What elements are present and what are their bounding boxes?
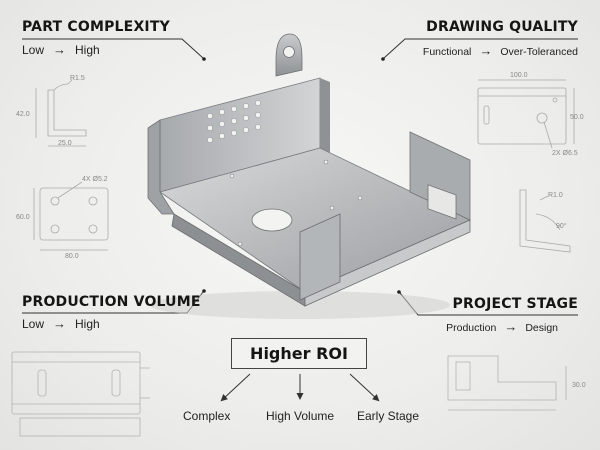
arrow-right-icon: →	[53, 42, 67, 57]
sketch-panel	[477, 79, 575, 149]
dim-panel-holes: 2X Ø6.5	[552, 150, 578, 157]
connector-part-complexity	[22, 38, 204, 59]
sketch-enclosure	[447, 355, 567, 411]
outcome-complex: Complex	[183, 409, 231, 423]
outcome-early-stage: Early Stage	[357, 409, 420, 423]
dim-angle-radius: R1.0	[548, 192, 563, 199]
project-stage-scale: Production → Design	[446, 319, 558, 334]
drawing-quality-heading: DRAWING QUALITY	[426, 19, 578, 35]
production-volume-heading: PRODUCTION VOLUME	[22, 294, 201, 310]
sketch-plate	[33, 181, 109, 251]
part-complexity-to: High	[75, 43, 100, 57]
dim-enclosure-height: 30.0	[572, 382, 586, 389]
project-stage-to: Design	[525, 322, 558, 334]
sketch-flat-pattern	[11, 351, 150, 437]
part-complexity-heading: PART COMPLEXITY	[22, 19, 170, 35]
higher-roi-box: Higher ROI	[231, 338, 367, 369]
dim-bracket-height: 42.0	[16, 111, 30, 118]
connector-drawing-quality	[383, 38, 578, 59]
arrow-right-icon: →	[53, 316, 67, 331]
project-stage-heading: PROJECT STAGE	[452, 296, 578, 312]
dim-plate-width: 80.0	[65, 253, 79, 260]
dim-panel-width: 100.0	[510, 72, 528, 79]
sketch-angle	[519, 189, 571, 253]
dim-plate-height: 60.0	[16, 214, 30, 221]
dim-bracket-radius: R1.5	[70, 75, 85, 82]
outcome-high-volume: High Volume	[266, 409, 335, 423]
dim-angle-deg: 90°	[556, 222, 567, 230]
drawing-quality-from: Functional	[422, 46, 472, 58]
dim-panel-height: 50.0	[570, 114, 584, 121]
sketch-bracket	[35, 79, 87, 147]
drawing-quality-scale: Functional → Over-Toleranced	[423, 43, 578, 58]
production-volume-scale: Low → High	[22, 316, 100, 331]
drawing-quality-to: Over-Toleranced	[500, 46, 578, 58]
dim-plate-holes: 4X Ø5.2	[82, 176, 108, 183]
part-complexity-from: Low	[22, 43, 45, 57]
project-stage-from: Production	[446, 322, 497, 334]
higher-roi-label: Higher ROI	[250, 344, 348, 363]
arrow-right-icon: →	[479, 43, 493, 58]
connector-dots	[202, 57, 401, 294]
sheet-metal-part-illustration	[147, 33, 471, 319]
production-volume-to: High	[75, 317, 100, 331]
dim-bracket-width: 25.0	[58, 140, 72, 147]
part-complexity-scale: Low → High	[22, 42, 100, 57]
arrow-right-icon: →	[504, 319, 518, 334]
production-volume-from: Low	[22, 317, 45, 331]
